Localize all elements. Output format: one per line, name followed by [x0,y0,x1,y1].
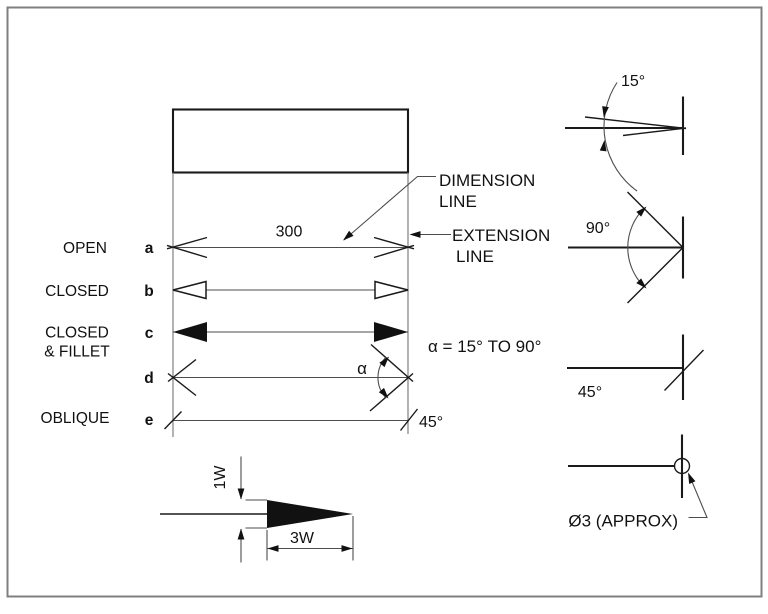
row-letter-b: b [144,283,153,300]
detail-dot-leader [688,474,708,519]
width-arrow-bottom [237,528,245,540]
row-label-closed-fillet-1: CLOSED [45,325,109,342]
detail-90-arrow-leg-lower [627,247,684,304]
row-letter-e: e [145,412,154,429]
part-outline-rect [171,108,410,174]
extension-line-callout-1: EXTENSION [452,226,550,245]
open-arrowhead-d-right-upper [370,343,414,383]
row-label-closed-fillet-2: & FILLET [44,344,110,361]
open-arrowhead-a-right-lower [373,244,415,259]
extension-line-leader-arrow [409,231,421,238]
detail-dot-circle [673,457,691,475]
arrowhead-proportion-detail: 1W 3W [160,456,354,563]
row-letter-c: c [145,325,154,342]
row-label-oblique: OBLIQUE [41,410,110,427]
filled-arrowhead-c-left [173,322,207,342]
row-label-closed: CLOSED [45,283,109,300]
oblique-tick-e-left [163,411,183,430]
dimension-value-label: 300 [276,224,303,241]
alpha-range-label: α = 15° TO 90° [428,337,541,356]
detail-15-degree: 15° [565,73,687,192]
detail-15-angle-arc [603,82,638,192]
detail-dot-label: Ø3 (APPROX) [568,512,678,531]
width-arrow-top [237,488,245,500]
detail-dot-leader-arrow [684,471,696,484]
length-arrow-right [341,545,353,552]
length-label: 3W [290,530,315,547]
detail-45-label: 45° [578,384,602,401]
dimension-line-leader [343,175,436,241]
open-arrowhead-d-left-lower [167,372,197,397]
dimension-line-callout-2: LINE [439,192,477,211]
open-arrowhead-d-left-upper [167,358,197,383]
detail-15-arrow-leg-lower [622,127,687,137]
proportion-filled-arrowhead [267,500,353,528]
detail-45-oblique-tick [663,349,705,391]
oblique-angle-label: 45° [419,414,443,431]
detail-90-arrow-leg-upper [627,191,684,248]
detail-90-angle-arc [627,208,645,287]
alpha-symbol-label: α [357,359,367,378]
row-letter-a: a [145,240,154,257]
closed-arrowhead-b-left [172,280,207,300]
drawing-border [6,6,763,598]
oblique-tick-e-right [399,408,419,431]
width-label: 1W [212,465,229,490]
detail-90-degree: 90° [568,191,685,304]
detail-dot-terminator: Ø3 (APPROX) [568,434,708,531]
open-arrowhead-d-right-lower [369,372,414,412]
row-letter-d: d [144,370,153,387]
detail-15-arrow-leg-upper [584,116,687,130]
filled-arrowhead-c-right [374,322,408,342]
row-label-open: OPEN [63,240,107,257]
dimension-line-leader-arrow [340,230,354,244]
dimension-line-callout-1: DIMENSION [439,171,535,190]
closed-arrowhead-b-right [374,280,409,300]
detail-45-degree: 45° [567,334,705,401]
open-arrowhead-a-left-lower [166,244,208,259]
detail-15-label: 15° [621,73,645,90]
extension-line-callout-2: LINE [456,247,494,266]
length-arrow-left [267,545,279,552]
detail-90-label: 90° [586,220,610,237]
